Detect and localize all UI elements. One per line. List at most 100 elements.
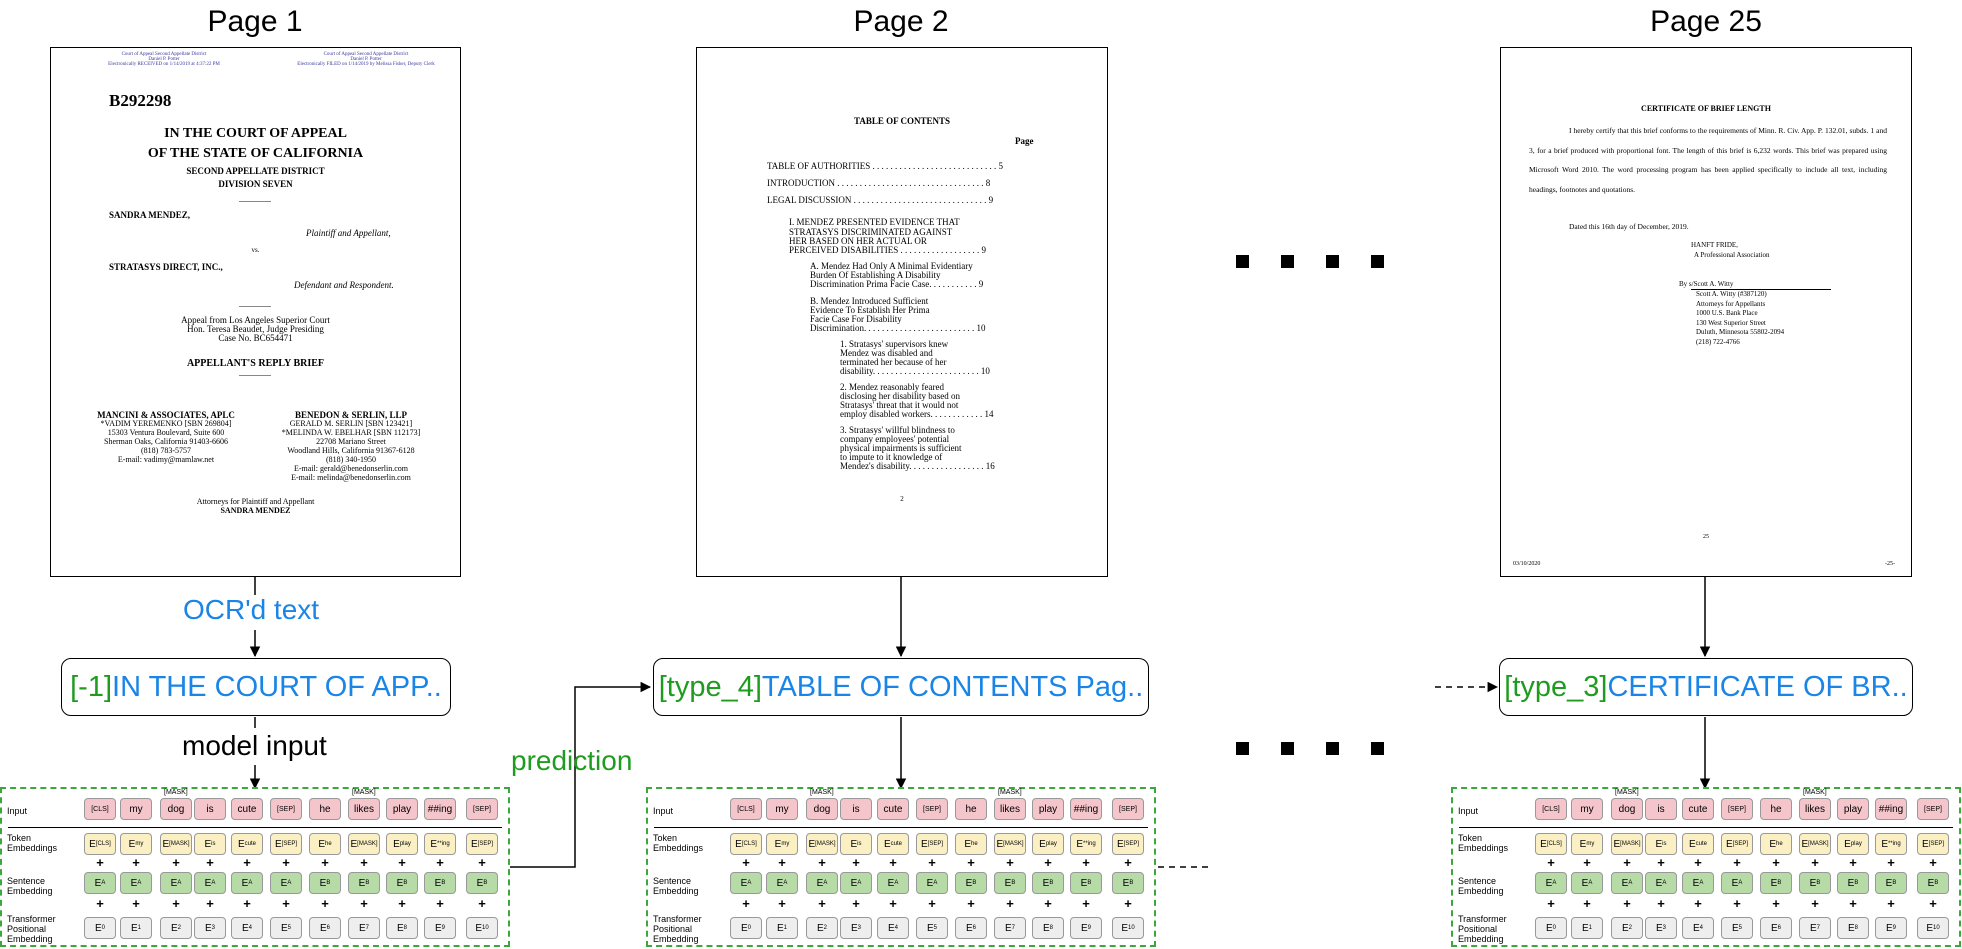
emb-letter: E <box>1545 922 1553 934</box>
mask-label: [MASK] <box>164 789 188 796</box>
emb-subscript: A <box>823 880 828 886</box>
plus-sign: + <box>1547 855 1555 870</box>
emb-letter: E <box>1655 877 1663 889</box>
plus-sign: + <box>1623 896 1631 911</box>
sequence-box-page2: [type_4] TABLE OF CONTENTS Pag.. <box>653 658 1149 716</box>
emb-subscript: [SEP] <box>1732 841 1748 847</box>
emb-subscript: play <box>1850 841 1862 847</box>
emb-subscript: [MASK] <box>1003 841 1024 847</box>
plus-sign: + <box>1124 896 1132 911</box>
document-page-2: TABLE OF CONTENTS Page TABLE OF AUTHORIT… <box>696 47 1108 577</box>
plus-sign: + <box>1849 855 1857 870</box>
toc-line: Discrimination. . . . . . . . . . . . . … <box>810 323 986 333</box>
bert-row-label: Transformer Positional Embedding <box>1458 914 1507 944</box>
plus-sign: + <box>818 896 826 911</box>
emb-letter: E <box>94 877 102 889</box>
input-token: [SEP] <box>466 798 498 820</box>
case-number: B292298 <box>109 91 172 110</box>
toc-line: TABLE OF AUTHORITIES . . . . . . . . . .… <box>767 161 1004 171</box>
token-embedding: E[SEP] <box>466 833 498 855</box>
emb-letter: E <box>358 922 366 934</box>
emb-subscript: 3 <box>211 925 215 931</box>
plus-sign: + <box>1623 855 1631 870</box>
emb-subscript: B <box>1892 880 1897 886</box>
bert-separator <box>654 827 1148 828</box>
signature-line: By s/Scott A. Witty <box>1679 280 1734 288</box>
emb-letter: E <box>816 877 824 889</box>
plus-sign: + <box>321 896 329 911</box>
bert-row-label: Token Embeddings <box>1458 833 1509 853</box>
mask-label: [MASK] <box>810 789 834 796</box>
token-embedding: E[MASK] <box>1611 833 1643 855</box>
emb-subscript: 2 <box>1628 925 1632 931</box>
emb-letter: E <box>280 877 288 889</box>
page-number: 25 <box>1703 534 1709 540</box>
emb-subscript: [MASK] <box>1620 841 1641 847</box>
emb-subscript: my <box>1586 841 1595 847</box>
emb-subscript: 7 <box>1011 925 1015 931</box>
toc-line: Discrimination Prima Facie Case. . . . .… <box>810 279 984 289</box>
plus-sign: + <box>1583 855 1591 870</box>
attorneys-name: SANDRA MENDEZ <box>220 506 291 515</box>
emb-subscript: A <box>1738 880 1743 886</box>
emb-letter: E <box>1692 922 1700 934</box>
emb-letter: E <box>434 877 442 889</box>
toc-line: Facie Case For Disability <box>810 314 902 324</box>
emb-letter: E <box>926 877 934 889</box>
emb-subscript: 4 <box>248 925 252 931</box>
input-token: [SEP] <box>1917 798 1949 820</box>
emb-letter: E <box>319 922 327 934</box>
bert-separator <box>8 827 502 828</box>
toc-line: Mendez was disabled and <box>840 348 933 358</box>
emb-letter: E <box>1926 922 1933 934</box>
emb-subscript: B <box>1777 880 1782 886</box>
emb-subscript: 7 <box>1816 925 1820 931</box>
token-embedding: E**ing <box>1875 833 1907 855</box>
emb-subscript: A <box>1552 880 1557 886</box>
emb-subscript: 9 <box>1087 925 1091 931</box>
emb-letter: E <box>735 838 742 850</box>
input-token: [CLS] <box>730 798 762 820</box>
sequence-box-page25: [type_3] CERTIFICATE OF BR.. <box>1499 658 1913 716</box>
plus-sign: + <box>206 855 214 870</box>
toc-line: HER BASED ON HER ACTUAL OR <box>789 236 927 246</box>
emb-letter: E <box>1927 877 1935 889</box>
toc-line: B. Mendez Introduced Sufficient <box>810 296 929 306</box>
emb-subscript: **ing <box>1082 841 1096 847</box>
input-token: cute <box>877 798 909 820</box>
emb-subscript: 10 <box>1932 925 1940 931</box>
document-page-25: CERTIFICATE OF BRIEF LENGTH I hereby cer… <box>1500 47 1912 577</box>
emb-letter: E <box>1770 922 1778 934</box>
emb-letter: E <box>237 838 245 850</box>
emb-letter: E <box>350 838 358 850</box>
emb-letter: E <box>1801 838 1809 850</box>
plus-sign: + <box>1887 896 1895 911</box>
emb-subscript: 0 <box>101 925 105 931</box>
plus-sign: + <box>742 855 750 870</box>
plus-sign: + <box>1657 896 1665 911</box>
plus-sign: + <box>967 855 975 870</box>
emb-subscript: [CLS] <box>741 841 757 847</box>
toc-line: Evidence To Establish Her Prima <box>810 305 930 315</box>
input-token: [SEP] <box>916 798 948 820</box>
emb-subscript: 10 <box>481 925 489 931</box>
emb-letter: E <box>776 922 784 934</box>
toc-line: Stratasys' threat that it would not <box>840 400 959 410</box>
divider <box>239 306 271 307</box>
